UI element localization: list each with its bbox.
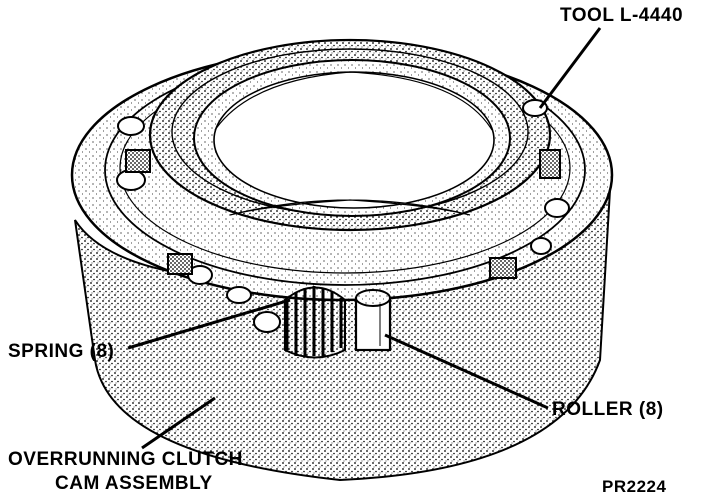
roller-leader xyxy=(384,333,549,410)
pocket-set xyxy=(116,99,570,333)
cam-assembly-label-line2: CAM ASSEMBLY xyxy=(55,473,213,494)
tool-ring xyxy=(148,38,552,232)
tool-leader xyxy=(538,27,602,109)
tool-label: TOOL L-4440 xyxy=(560,5,684,26)
spring-label: SPRING (8) xyxy=(8,341,115,362)
main-roller xyxy=(354,289,392,352)
figure-id-label: PR2224 xyxy=(602,477,667,496)
leader-lines xyxy=(127,27,602,450)
cam-assembly-label-line1: OVERRUNNING CLUTCH xyxy=(8,449,243,470)
small-springs xyxy=(125,149,561,279)
roller-label: ROLLER (8) xyxy=(552,399,664,420)
main-spring xyxy=(284,286,346,359)
cam-leader xyxy=(141,396,216,450)
spring-leader xyxy=(127,298,291,350)
